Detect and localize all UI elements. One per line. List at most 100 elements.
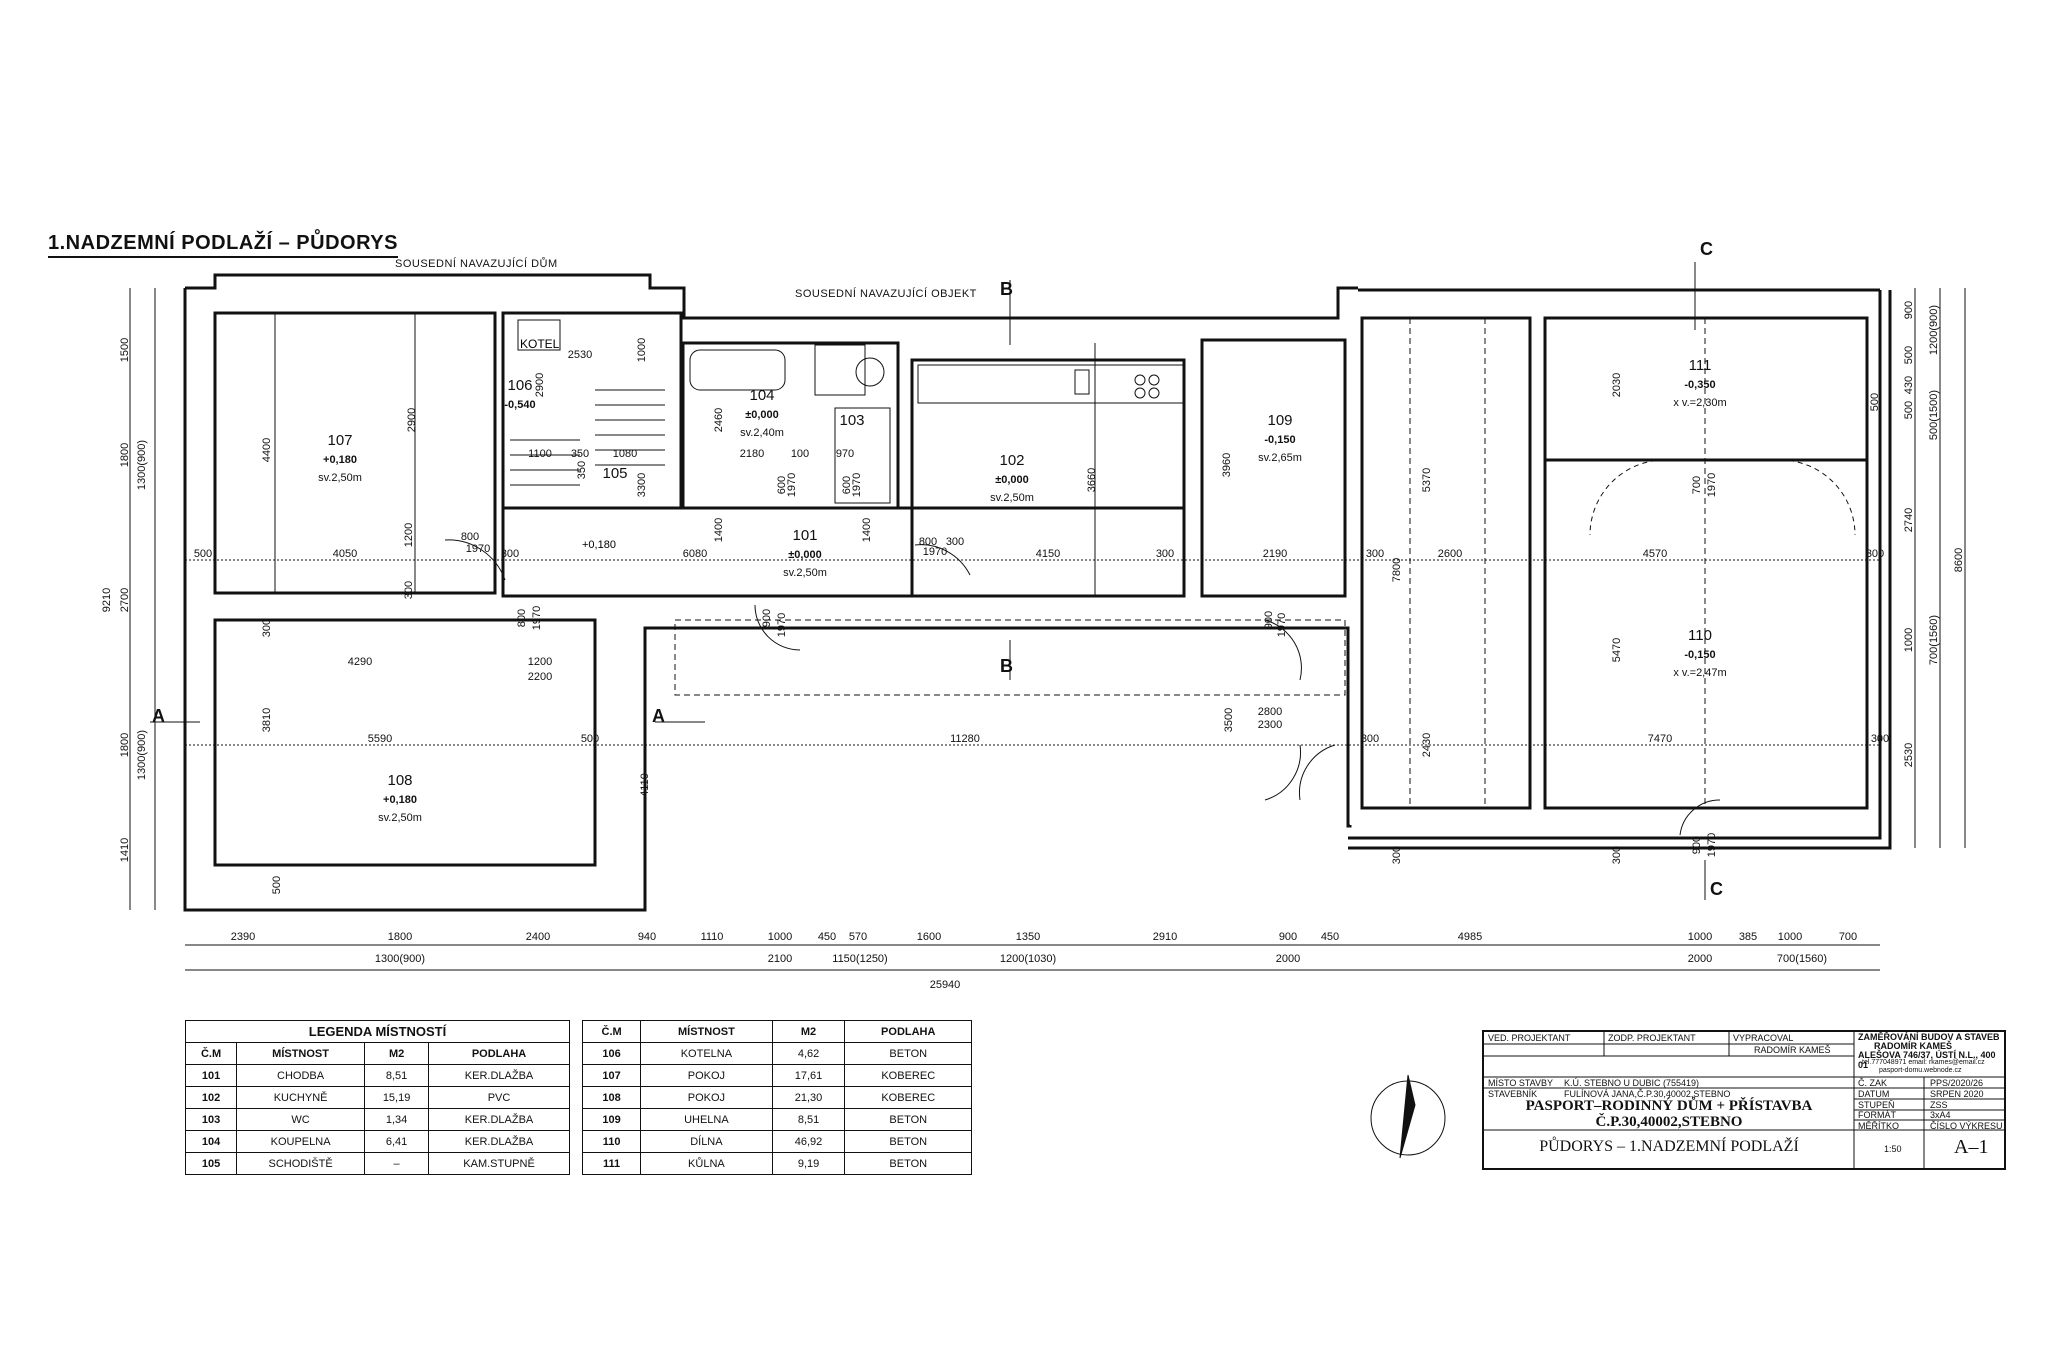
dimension-label: 1800: [388, 931, 412, 943]
section-label-b-bottom: B: [1000, 656, 1013, 676]
legend-cell: 1,34: [364, 1108, 430, 1131]
legend-cell: KER.DLAŽBA: [428, 1108, 570, 1131]
dimension-label: 2100: [768, 953, 792, 965]
dimension-label: 350: [576, 461, 588, 479]
tb-project-line2: Č.P.30,40002,STEBNO: [1595, 1114, 1743, 1130]
dimension-label: 2800: [1258, 706, 1282, 718]
tb-format: FORMÁT: [1858, 1110, 1896, 1120]
dimension-label: 1400: [713, 518, 725, 542]
dimension-label: 300: [1361, 733, 1379, 745]
dimension-label: 1200: [403, 523, 415, 547]
tb-project-line1: PASPORT–RODINNÝ DŮM + PŘÍSTAVBA: [1525, 1098, 1813, 1114]
legend-cell: 15,19: [364, 1086, 430, 1109]
room-height: sv.2,50m: [783, 567, 827, 579]
room-level: ±0,000: [745, 409, 779, 421]
dimension-label: 2300: [1258, 719, 1282, 731]
dimension-label: 2030: [1611, 373, 1623, 397]
dimension-label: 3660: [1086, 468, 1098, 492]
dimension-label: 300: [1611, 846, 1623, 864]
legend-cell: 8,51: [771, 1108, 846, 1131]
dimension-label: 2900: [406, 408, 418, 432]
legend-cell: BETON: [844, 1152, 972, 1175]
note-neighbour-house: SOUSEDNÍ NAVAZUJÍCÍ DŮM: [395, 258, 558, 270]
dimension-label: 2200: [528, 671, 552, 683]
tb-stupen-value: ZSS: [1930, 1100, 1948, 1110]
dimension-label: 8600: [1953, 548, 1965, 572]
legend-cell: DÍLNA: [640, 1130, 773, 1153]
dimension-label: 300: [1156, 548, 1174, 560]
legend-cell: BETON: [844, 1130, 972, 1153]
legend-cell: POKOJ: [640, 1064, 773, 1087]
plan-walls: [183, 273, 1892, 912]
legend-right-header-cm: Č.M: [581, 1020, 642, 1043]
room-height: sv.2,50m: [318, 472, 362, 484]
legend-cell: KER.DLAŽBA: [428, 1130, 570, 1153]
legend-cell: 9,19: [771, 1152, 846, 1175]
legend-left-header-m2: M2: [364, 1042, 430, 1065]
dimension-label: 900: [1691, 836, 1703, 854]
dimension-label: 3300: [636, 473, 648, 497]
dimension-label: 700: [1691, 476, 1703, 494]
dimension-label: 3500: [1223, 708, 1235, 732]
legend-cell: –: [364, 1152, 430, 1175]
dimension-label: 1000: [1903, 628, 1915, 652]
title-block-grid: [1484, 1032, 2004, 1168]
tb-company-line3: ALEŠOVA 746/37, ÚSTÍ N.L., 400 01: [1858, 1050, 1996, 1070]
dimension-label: 900: [1263, 611, 1275, 629]
legend-cell: 111: [581, 1152, 642, 1175]
legend-cell: 108: [581, 1086, 642, 1109]
legend-cell: 101: [184, 1064, 238, 1087]
legend-cell: 8,51: [364, 1064, 430, 1087]
dimension-label: 1110: [701, 931, 724, 943]
dimension-label: 350: [571, 448, 589, 460]
tb-vypracoval: VYPRACOVAL: [1733, 1033, 1794, 1043]
dimension-label: 940: [638, 931, 656, 943]
tb-stavebnik: STAVEBNÍK: [1488, 1089, 1538, 1099]
dimension-label: 4985: [1458, 931, 1482, 943]
dimension-label: 1300(900): [375, 953, 425, 965]
dimension-label: 500: [1903, 401, 1915, 419]
dimension-label: 385: [1739, 931, 1757, 943]
legend-left-header-cm: Č.M: [184, 1042, 238, 1065]
dimension-label: 800: [516, 609, 528, 627]
legend-cell: KOTELNA: [640, 1042, 773, 1065]
dimension-label: 900: [761, 609, 773, 627]
dimension-label: 700: [1839, 931, 1857, 943]
room-height: sv.2,50m: [990, 492, 1034, 504]
tb-company-line5: pasport-domu.webnode.cz: [1879, 1067, 1962, 1074]
legend-cell: POKOJ: [640, 1086, 773, 1109]
legend-cell: 103: [184, 1108, 238, 1131]
tb-datum-value: SRPEN 2020: [1930, 1089, 1984, 1099]
section-label-a-right: A: [652, 706, 665, 726]
dimension-label: 1000: [1778, 931, 1802, 943]
dimension-label: 2400: [526, 931, 550, 943]
dimension-label: 700(1560): [1928, 615, 1940, 665]
legend-cell: 17,61: [771, 1064, 846, 1087]
legend-cell: 104: [184, 1130, 238, 1153]
dimension-label: 1300(900): [136, 440, 148, 490]
dimension-label: 300: [501, 548, 519, 560]
dimension-label: 1410: [119, 838, 131, 862]
legend-table-left: LEGENDA MÍSTNOSTÍ Č.M MÍSTNOST M2 PODLAH…: [184, 1020, 570, 1175]
dimension-label: 300: [1871, 733, 1889, 745]
tb-misto-stavby: MÍSTO STAVBY: [1488, 1078, 1554, 1088]
legend-title: LEGENDA MÍSTNOSTÍ: [185, 1020, 570, 1043]
kotel-label: KOTEL: [520, 337, 560, 351]
room-height: x v.=2,30m: [1673, 397, 1726, 409]
dimension-label: 500: [581, 733, 599, 745]
room-number: 110: [1688, 627, 1712, 644]
dimension-label: 2390: [231, 931, 255, 943]
dimension-label: 4290: [348, 656, 372, 668]
dimension-label: 300: [1866, 548, 1884, 560]
room-level: +0,180: [323, 454, 357, 466]
dimension-label: 2910: [1153, 931, 1177, 943]
dimension-label: 800: [919, 536, 937, 548]
room-number: 102: [999, 452, 1024, 469]
legend-left-header-floor: PODLAHA: [428, 1042, 570, 1065]
room-level: ±0,000: [788, 549, 822, 561]
legend-cell: 110: [581, 1130, 642, 1153]
dimension-label: 2600: [1438, 548, 1462, 560]
